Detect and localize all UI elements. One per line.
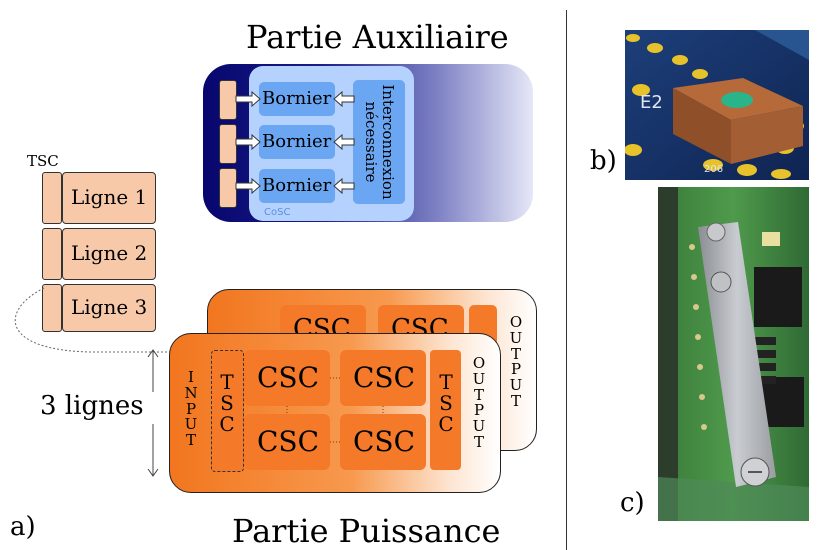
module-photo-image	[658, 187, 809, 521]
line-box	[62, 172, 156, 224]
arrow-right-icon	[235, 133, 261, 151]
csc-label: CSC	[257, 361, 320, 394]
tsc-left	[211, 350, 244, 472]
bornier-label: Bornier	[262, 175, 332, 196]
panel-a-label: a)	[10, 512, 36, 542]
panel-c-label: c)	[620, 488, 645, 518]
bornier-box	[259, 125, 335, 159]
arrow-left-icon	[333, 90, 355, 108]
interconnexion-box	[353, 80, 405, 204]
three-lines-label: 3 lignes	[40, 391, 144, 421]
aux-title: Partie Auxiliaire	[246, 18, 509, 56]
arrow-left-icon	[333, 177, 355, 195]
aux-arrows	[235, 90, 355, 195]
csc-box	[244, 350, 330, 406]
line-box	[62, 284, 156, 332]
csc-box	[340, 414, 426, 470]
csc-label: CSC	[353, 361, 416, 394]
arrow-left-icon	[333, 133, 355, 151]
panel-b-label: b)	[590, 146, 617, 176]
bornier-box	[259, 169, 335, 203]
line-label: Ligne 2	[71, 241, 148, 265]
tsc-pin	[42, 172, 62, 224]
bornier-box	[259, 82, 335, 116]
bornier-label: Bornier	[262, 88, 332, 109]
pcb-render-image	[625, 30, 809, 180]
csc-label: CSC	[257, 425, 320, 458]
cosc-label: CoSC	[264, 207, 291, 218]
line-label: Ligne 3	[71, 295, 148, 319]
tsc-label: TSC	[27, 152, 59, 170]
line-label: Ligne 1	[71, 185, 148, 209]
power-title: Partie Puissance	[232, 512, 501, 550]
csc-box	[340, 350, 426, 406]
line-box	[62, 228, 156, 280]
pcb-small-text: 206	[704, 164, 724, 175]
pcb-text: E2	[640, 92, 663, 113]
csc-box	[244, 414, 330, 470]
arrow-right-icon	[235, 177, 261, 195]
csc-label: CSC	[353, 425, 416, 458]
bornier-label: Bornier	[262, 131, 332, 152]
tsc-right	[430, 350, 461, 470]
tsc-pin	[42, 284, 62, 332]
arrow-right-icon	[235, 90, 261, 108]
panel-divider	[566, 10, 567, 550]
tsc-pin	[42, 228, 62, 280]
